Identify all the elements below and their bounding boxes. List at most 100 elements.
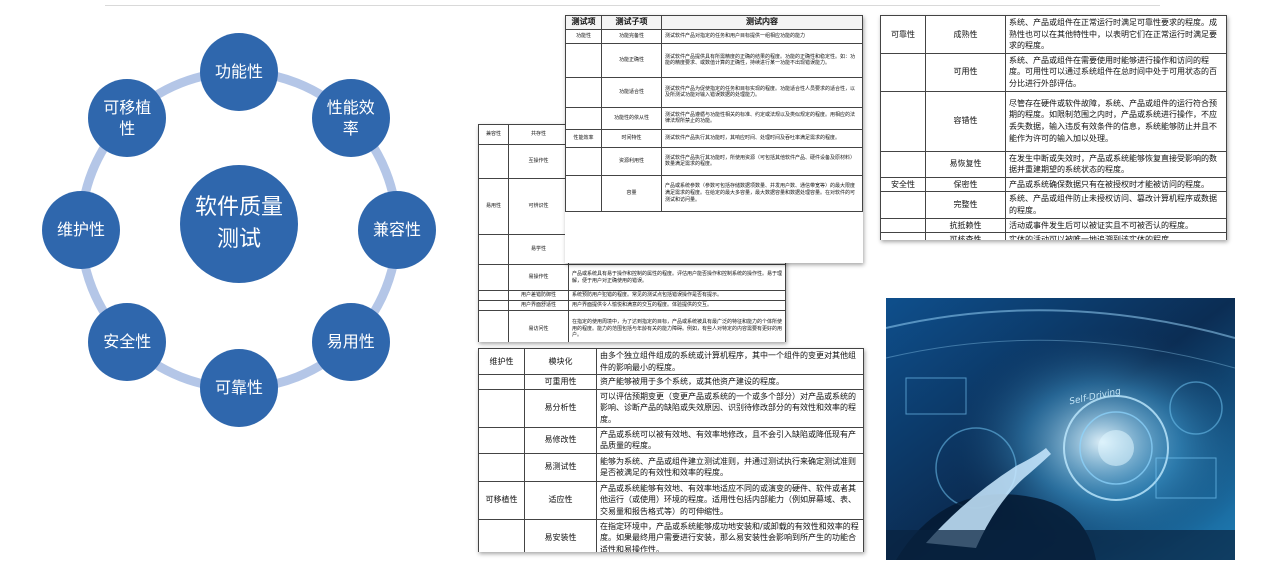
subitem-cell: 资源利用性 <box>601 146 662 176</box>
category-cell <box>880 150 926 178</box>
table-row: 用户差错防御性系统预防用户犯错的程度。常见的测试点包括错误操作是否有提示。 <box>478 290 786 301</box>
content-cell: 产品或系统能够有效地、有效率地适应不同的或演变的硬件、软件或者其他运行（或使用）… <box>596 480 864 520</box>
category-cell <box>478 388 525 428</box>
category-cell <box>478 290 509 301</box>
node-label: 安全性 <box>103 331 152 351</box>
node-label: 性能效率 <box>326 97 375 139</box>
table-row: 完整性系统、产品或组件防止未授权访问、篡改计算机程序或数据的程度。 <box>880 191 1227 219</box>
reliability-table: 可靠性成熟性系统、产品或组件在正常运行时满足可靠性要求的程度。成熟性也可以在其他… <box>880 15 1227 240</box>
content-cell: 资产能够被用于多个系统，或其他资产建设的程度。 <box>596 374 864 390</box>
content-cell: 测试软件产品遵循与功能性相关的标准、约定或法规以及类似规定的程度。用相应的法律法… <box>661 106 863 130</box>
content-cell: 在发生中断或失效时，产品或系统能够恢复直接受影响的数据并重建期望的系统状态的程度… <box>1005 150 1227 178</box>
category-cell <box>478 452 525 482</box>
content-cell: 测试软件产品执行其功能时，其响应时间、处理时间及吞吐率满足需求的程度。 <box>661 128 863 148</box>
subitem-cell: 容错性 <box>925 90 1006 152</box>
subitem-cell: 功能适合性 <box>601 76 662 108</box>
subitem-cell: 时间特性 <box>601 128 662 148</box>
node-6: 维护性 <box>42 191 120 269</box>
category-cell <box>565 42 602 78</box>
category-cell: 功能性 <box>565 28 602 44</box>
table-row: 易安装性在指定环境中，产品或系统能够成功地安装和/或卸载的有效性和效率的程度。如… <box>478 518 864 552</box>
doc-functional: 测试项 测试子项 测试内容 功能性功能完备性测试软件产品对指定的任务和用户目标提… <box>565 15 863 263</box>
category-cell: 性能效率 <box>565 128 602 148</box>
subitem-cell: 适应性 <box>524 480 597 520</box>
table-row: 易修改性产品或系统可以被有效地、有效率地修改，且不会引入缺陷或降低现有产品质量的… <box>478 426 864 454</box>
table-row: 可移植性适应性产品或系统能够有效地、有效率地适应不同的或演变的硬件、软件或者其他… <box>478 480 864 520</box>
content-cell: 产品或系统具有易于操作和控制的属性的程度。评估用户能否操作和控制系统的操作性。易… <box>568 264 786 291</box>
content-cell: 在指定的使用周境中，为了达到指定的目标，产品或系统被具有最广泛的特征和能力的个体… <box>568 309 786 342</box>
category-cell <box>565 76 602 108</box>
table-row: 容错性尽管存在硬件或软件故障，系统、产品或组件的运行符合预期的程度。如限制范围之… <box>880 90 1227 152</box>
center-label: 软件质量测试 <box>194 195 283 252</box>
category-cell <box>478 144 509 179</box>
subitem-cell: 可辨识性 <box>508 178 569 235</box>
table-row: 功能适合性测试软件产品为促使指定的任务和目标实现的程度。功能适合性人员要求的适合… <box>565 76 863 108</box>
subitem-cell: 易安装性 <box>524 518 597 552</box>
content-cell: 由多个独立组件组成的系统或计算机程序，其中一个组件的变更对其他组件的影响最小的程… <box>596 348 864 376</box>
photo-graphic <box>886 298 1235 560</box>
category-cell: 兼容性 <box>478 124 509 145</box>
table-row: 可重用性资产能够被用于多个系统，或其他资产建设的程度。 <box>478 374 864 390</box>
table-row: 易分析性可以评估预期变更（变更产品或系统的一个或多个部分）对产品或系统的影响、诊… <box>478 388 864 428</box>
category-cell <box>478 374 525 390</box>
subitem-cell: 功能正确性 <box>601 42 662 78</box>
maintainability-table: 维护性模块化由多个独立组件组成的系统或计算机程序，其中一个组件的变更对其他组件的… <box>478 348 864 552</box>
table-row: 功能性的依从性测试软件产品遵循与功能性相关的标准、约定或法规以及类似规定的程度。… <box>565 106 863 130</box>
self-driving-photo: Self-Driving <box>886 298 1235 560</box>
category-cell: 可移植性 <box>478 480 525 520</box>
doc-maintainability: 维护性模块化由多个独立组件组成的系统或计算机程序，其中一个组件的变更对其他组件的… <box>478 348 864 552</box>
node-1: 性能效率 <box>311 79 390 158</box>
category-cell <box>478 426 525 454</box>
content-cell: 测试软件产品提供具有所需精度的正确的结果的程度。功能的正确性和稳定性。如：功能的… <box>661 42 863 78</box>
category-cell <box>880 191 926 219</box>
content-cell: 测试软件产品对指定的任务和用户目标提供一组相应功能的能力 <box>661 28 863 44</box>
subitem-cell: 成熟性 <box>925 15 1006 54</box>
subitem-cell: 功能性的依从性 <box>601 106 662 130</box>
subitem-cell: 易访问性 <box>508 309 569 342</box>
header-cell: 测试项 <box>565 15 602 30</box>
category-cell <box>478 234 509 265</box>
category-cell <box>565 106 602 130</box>
subitem-cell: 易修改性 <box>524 426 597 454</box>
subitem-cell: 互操作性 <box>508 144 569 179</box>
content-cell: 尽管存在硬件或软件故障，系统、产品或组件的运行符合预期的程度。如限制范围之内时，… <box>1005 90 1227 152</box>
table-row: 性能效率时间特性测试软件产品执行其功能时，其响应时间、处理时间及吞吐率满足需求的… <box>565 128 863 148</box>
table-row: 维护性模块化由多个独立组件组成的系统或计算机程序，其中一个组件的变更对其他组件的… <box>478 348 864 376</box>
node-7: 可移植性 <box>88 79 167 158</box>
category-cell <box>565 146 602 176</box>
table-row: 功能正确性测试软件产品提供具有所需精度的正确的结果的程度。功能的正确性和稳定性。… <box>565 42 863 78</box>
subitem-cell: 易操作性 <box>508 264 569 291</box>
table-row: 易恢复性在发生中断或失效时，产品或系统能够恢复直接受影响的数据并重建期望的系统状… <box>880 150 1227 178</box>
category-cell <box>565 174 602 212</box>
content-cell: 系统、产品或组件在正常运行时满足可靠性要求的程度。成熟性也可以在其他特性中，以表… <box>1005 15 1227 54</box>
category-cell <box>478 299 509 311</box>
content-cell: 产品或系统参数（参数可包括存储数据项数量、并发用户数、通信带宽等）的最大限度满足… <box>661 174 863 212</box>
content-cell: 系统、产品或组件在需要使用时能够进行操作和访问的程度。可用性可以通过系统组件在总… <box>1005 52 1227 92</box>
category-cell <box>880 232 926 240</box>
subitem-cell: 易学性 <box>508 234 569 265</box>
table-row: 易测试性能够为系统、产品或组件建立测试准则，并通过测试执行来确定测试准则是否被满… <box>478 452 864 482</box>
table-row: 容量产品或系统参数（参数可包括存储数据项数量、并发用户数、通信带宽等）的最大限度… <box>565 174 863 212</box>
node-3: 易用性 <box>311 302 390 381</box>
subitem-cell: 功能完备性 <box>601 28 662 44</box>
subitem-cell: 保密性 <box>925 176 1006 193</box>
subitem-cell: 可用性 <box>925 52 1006 92</box>
subitem-cell: 抗抵赖性 <box>925 217 1006 234</box>
table-row: 可核查性实体的活动可以被唯一地追溯到该实体的程度。 <box>880 232 1227 240</box>
table-header-row: 测试项 测试子项 测试内容 <box>565 15 863 30</box>
category-cell <box>478 264 509 291</box>
node-label: 易用性 <box>326 331 375 351</box>
node-4: 可靠性 <box>200 349 278 427</box>
node-0: 功能性 <box>200 33 278 111</box>
category-cell <box>880 90 926 152</box>
subitem-cell: 易测试性 <box>524 452 597 482</box>
content-cell: 系统预防用户犯错的程度。常见的测试点包括错误操作是否有提示。 <box>568 290 786 301</box>
content-cell: 在指定环境中，产品或系统能够成功地安装和/或卸载的有效性和效率的程度。如果最终用… <box>596 518 864 552</box>
node-2: 兼容性 <box>358 191 436 269</box>
subitem-cell: 容量 <box>601 174 662 212</box>
subitem-cell: 用户界面舒适性 <box>508 299 569 311</box>
content-cell: 活动或事件发生后可以被证实且不可被否认的程度。 <box>1005 217 1227 234</box>
category-cell: 维护性 <box>478 348 525 376</box>
functional-table: 测试项 测试子项 测试内容 功能性功能完备性测试软件产品对指定的任务和用户目标提… <box>565 15 863 212</box>
node-label: 可移植性 <box>103 97 152 139</box>
